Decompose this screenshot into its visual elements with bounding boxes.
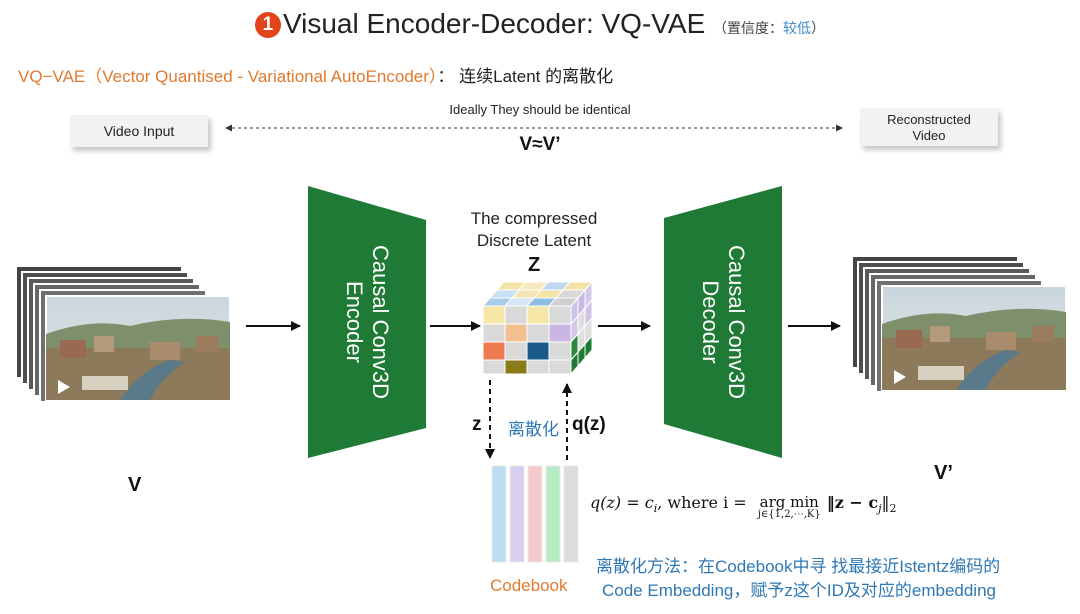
codebook-vector-1 (491, 465, 507, 563)
output-video-frames (851, 255, 1067, 393)
codebook-label: Codebook (490, 576, 568, 595)
reconstructed-label-line1: Reconstructed (887, 112, 971, 127)
codebook-vector-4 (545, 465, 561, 563)
v-output-label: V’ (934, 462, 953, 484)
step-number-badge: 1 (254, 12, 281, 38)
formula-norm-sub: j (878, 502, 882, 516)
codebook-vector-3 (527, 465, 543, 563)
latent-title: The compressed Discrete Latent (444, 208, 624, 252)
latent-title-line1: The compressed (470, 209, 598, 228)
latent-title-line2: Discrete Latent (476, 231, 592, 250)
decoder-block (664, 186, 782, 458)
method-note-line1: 离散化方法：在Codebook中寻 找最接近Istentz编码的 (596, 557, 1001, 576)
codebook-vector-2 (509, 465, 525, 563)
reconstructed-video-box: Reconstructed Video (860, 108, 998, 146)
formula-argmin-block: arg min j∈{1,2,⋯,K} (758, 493, 821, 520)
formula-norm: ‖z − c (826, 493, 879, 512)
subtitle-rest: ： 连续Latent 的离散化 (437, 67, 614, 86)
reconstructed-label-line2: Video (912, 128, 946, 143)
v-approx-equation: V≈V’ (519, 134, 561, 155)
input-video-frames (15, 265, 231, 403)
latent-cube-top (481, 281, 594, 307)
video-input-label: Video Input (103, 123, 175, 139)
encoder-block (308, 186, 426, 458)
decoder-label-line2: Decoder (698, 280, 723, 364)
z-label: z (472, 414, 482, 435)
title-text: Visual Encoder-Decoder: VQ-VAE (282, 8, 706, 39)
latent-symbol: Z (528, 254, 541, 276)
v-input-label: V (128, 474, 142, 496)
latent-cube-side (570, 280, 593, 376)
formula-norm-2: 2 (889, 502, 897, 516)
ideally-identical-text: Ideally They should be identical (449, 102, 631, 117)
confidence-suffix: ） (811, 20, 826, 36)
latent-cube (481, 280, 594, 376)
quantization-formula: q(z) = ci, where i = arg min j∈{1,2,⋯,K}… (590, 493, 897, 520)
confidence-value: 较低 (783, 20, 812, 36)
formula-lhs: q(z) = c (590, 493, 654, 512)
codebook-vectors (491, 465, 579, 563)
encoder-label-line2: Encoder (342, 281, 367, 363)
confidence-note: （置信度：较低） (713, 20, 825, 36)
latent-cube-front (482, 305, 572, 375)
qz-label: q(z) (572, 414, 606, 435)
subtitle-term: VQ−VAE（Vector Quantised - Variational Au… (18, 67, 438, 86)
subtitle: VQ−VAE（Vector Quantised - Variational Au… (18, 62, 613, 87)
formula-lhs-sub: i (653, 502, 658, 516)
confidence-prefix: （置信度： (713, 20, 784, 36)
formula-norm-end: ‖ (881, 493, 890, 512)
output-video-frame-front (881, 285, 1067, 391)
formula-argmin: arg min (759, 493, 819, 511)
formula-where: , where i = (657, 493, 747, 512)
discretize-label: 离散化 (508, 420, 559, 440)
codebook-vector-5 (563, 465, 579, 563)
encoder-label: Causal Conv3D Encoder (341, 245, 393, 399)
decoder-label: Causal Conv3D Decoder (697, 245, 749, 399)
input-video-frame-front (45, 295, 231, 401)
method-note-line2: Code Embedding，赋予z这个ID及对应的embedding (602, 581, 996, 600)
formula-argmin-sub: j∈{1,2,⋯,K} (757, 509, 821, 520)
decoder-label-line1: Causal Conv3D (724, 244, 749, 400)
encoder-label-line1: Causal Conv3D (368, 244, 393, 400)
video-input-box: Video Input (70, 115, 208, 147)
